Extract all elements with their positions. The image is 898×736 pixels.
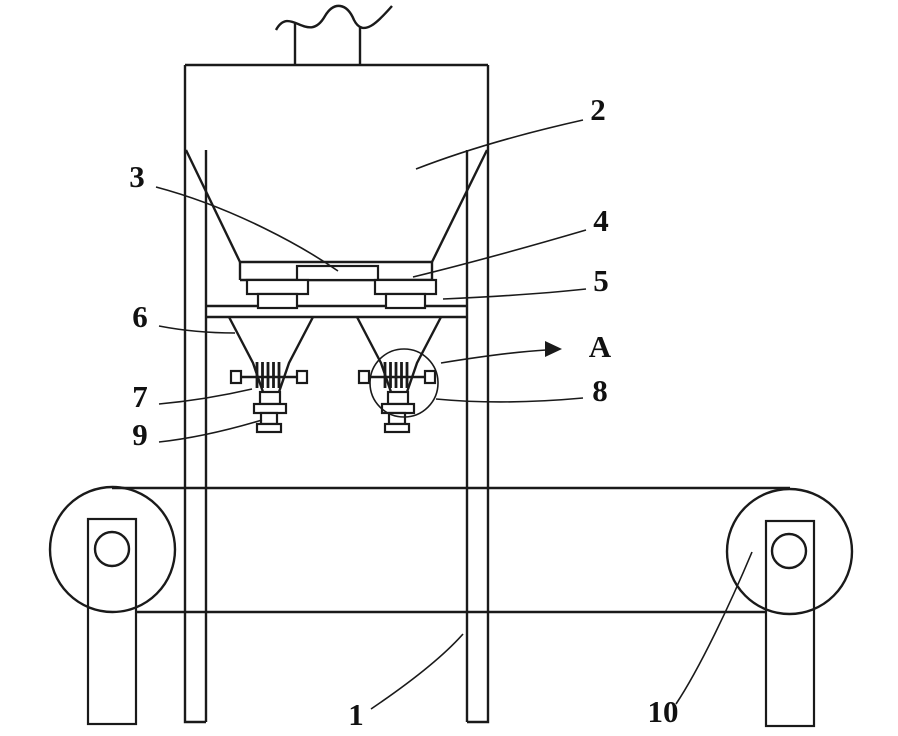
- left-roller-axle: [93, 530, 131, 568]
- leader-2: [415, 119, 584, 170]
- label-2: 2: [590, 92, 606, 127]
- label-10: 10: [648, 694, 679, 729]
- leader-4: [412, 229, 587, 278]
- leader-9: [158, 419, 263, 443]
- right-nozzle-upper: [386, 390, 410, 406]
- funnel-right-wall: [430, 149, 489, 263]
- label-8: 8: [592, 373, 608, 408]
- hopper-frame: [183, 63, 490, 724]
- arrowhead-A-icon: [545, 341, 562, 357]
- leader-A: [440, 349, 547, 364]
- center-gate-plate: [295, 264, 380, 282]
- leader-6: [158, 325, 236, 334]
- left-valve-shaft-end-r: [295, 369, 309, 385]
- leader-7: [158, 388, 253, 405]
- left-nozzle-upper: [258, 390, 282, 406]
- right-outlet-neck: [384, 292, 427, 310]
- left-valve-shaft-end-l: [229, 369, 243, 385]
- label-3: 3: [129, 159, 145, 194]
- right-outlet-flange: [373, 278, 438, 296]
- left-nozzle-flange: [252, 402, 288, 415]
- label-4: 4: [593, 203, 609, 238]
- right-funnel-right-side: [405, 316, 443, 393]
- right-leg-outer: [467, 65, 490, 724]
- leader-lines: [155, 119, 753, 710]
- right-roller-axle: [770, 532, 808, 570]
- left-valve-vanes: [255, 362, 281, 388]
- support-rail: [206, 304, 467, 319]
- label-7: 7: [132, 379, 148, 414]
- leader-8: [435, 397, 584, 403]
- right-roller: [725, 487, 854, 616]
- left-nozzle-lower: [259, 411, 279, 426]
- left-roller: [48, 485, 177, 614]
- left-funnel-right-side: [277, 316, 315, 393]
- left-leg-outer: [183, 65, 206, 724]
- label-9: 9: [132, 417, 148, 452]
- left-outlet-flange: [245, 278, 310, 296]
- right-valve-vanes: [383, 362, 409, 388]
- right-valve-shaft-end-l: [357, 369, 371, 385]
- leader-1: [370, 633, 464, 710]
- leader-5: [442, 288, 587, 300]
- reference-labels: 2 3 4 5 6 A 7 8 9 1 10: [129, 92, 678, 732]
- left-funnel-left-side: [227, 316, 265, 393]
- conveyor: [48, 485, 854, 728]
- discharge-unit-left: [227, 278, 315, 434]
- feed-pipe: [274, 4, 393, 65]
- label-1: 1: [348, 697, 364, 732]
- label-6: 6: [132, 299, 148, 334]
- left-nozzle-tip: [255, 422, 283, 434]
- label-A: A: [589, 329, 612, 364]
- hopper-funnel: [184, 149, 489, 282]
- right-funnel-left-side: [355, 316, 393, 393]
- right-valve-shaft-end-r: [423, 369, 437, 385]
- discharge-unit-right: [355, 278, 443, 434]
- detail-circle-A: [369, 348, 439, 418]
- leader-3: [155, 186, 339, 272]
- right-nozzle-tip: [383, 422, 411, 434]
- leader-10: [675, 551, 753, 705]
- pipe-break-squiggle: [274, 4, 393, 31]
- left-outlet-neck: [256, 292, 299, 310]
- label-5: 5: [593, 263, 609, 298]
